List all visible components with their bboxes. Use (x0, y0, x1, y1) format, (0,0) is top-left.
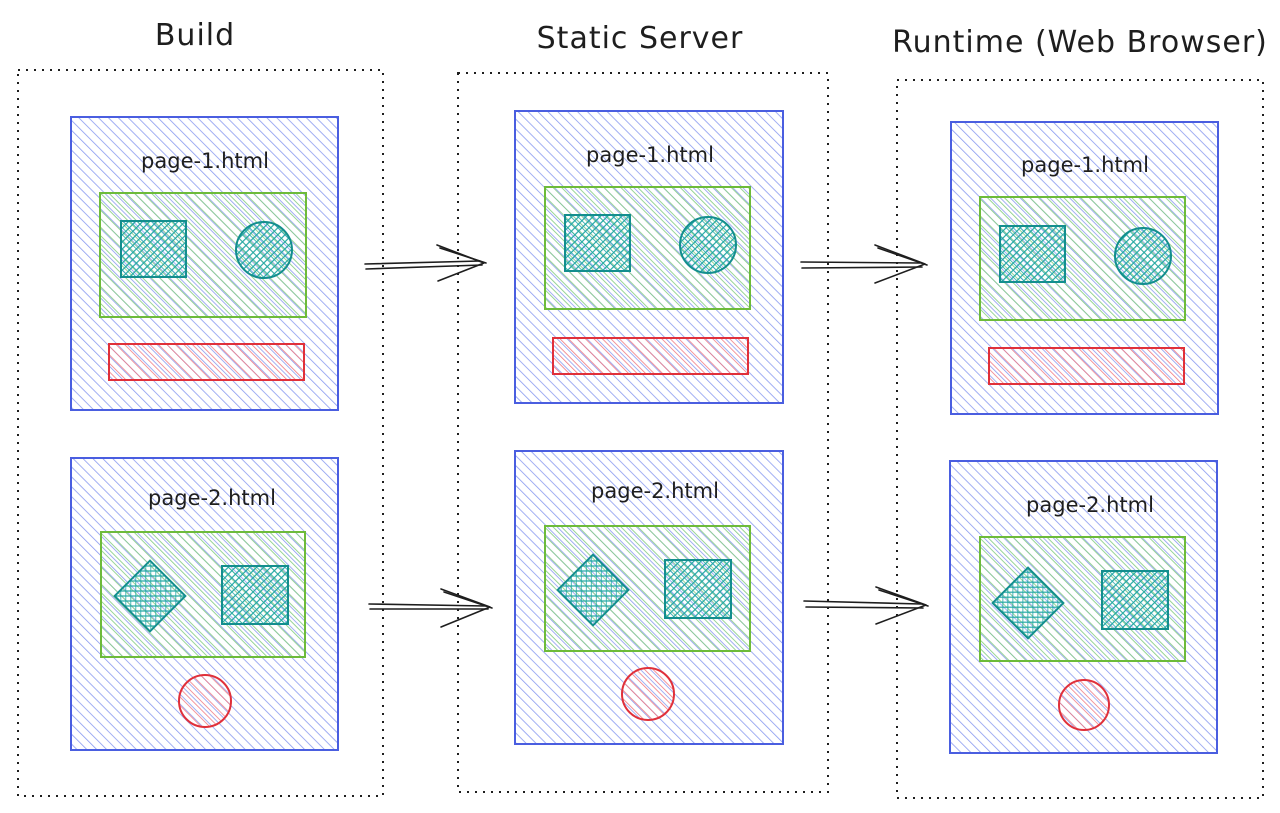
column-static-server: Static Server page-1.html page-2.html (457, 21, 829, 793)
arrow-server-to-runtime-page-1 (800, 244, 928, 284)
square-shape (664, 559, 732, 619)
column-build: Build page-1.html page-2.html (17, 18, 384, 797)
diamond-shape (991, 566, 1065, 640)
page-card-1: page-1.html (70, 116, 339, 411)
diamond-shape (113, 559, 187, 633)
square-shape (120, 220, 187, 278)
page-card-2: page-2.html (70, 457, 339, 751)
page-title: page-2.html (148, 486, 276, 510)
square-shape (221, 565, 289, 625)
square-shape (1101, 570, 1169, 630)
red-bar (108, 343, 305, 381)
column-title: Build (155, 18, 235, 53)
column-runtime: Runtime (Web Browser) page-1.html page-2… (892, 25, 1268, 799)
page-card-1: page-1.html (950, 121, 1219, 415)
red-bar (552, 337, 749, 375)
circle-shape (235, 221, 293, 279)
arrow-server-to-runtime-page-2 (803, 586, 929, 625)
circle-shape (1114, 227, 1172, 285)
dotted-container (457, 72, 829, 793)
dotted-container (17, 69, 384, 797)
red-circle (1058, 679, 1110, 731)
red-bar (988, 347, 1185, 385)
column-title: Runtime (Web Browser) (892, 25, 1268, 60)
column-title: Static Server (537, 21, 744, 56)
page-title: page-1.html (586, 143, 714, 167)
page-title: page-1.html (1021, 153, 1149, 177)
red-circle (621, 667, 675, 721)
red-circle (178, 674, 232, 728)
square-shape (999, 225, 1066, 283)
page-title: page-1.html (141, 149, 269, 173)
arrow-build-to-server-page-1 (364, 244, 487, 282)
dotted-container (896, 79, 1264, 799)
diamond-shape (556, 553, 630, 627)
page-card-2: page-2.html (514, 450, 784, 745)
square-shape (564, 214, 631, 272)
arrow-build-to-server-page-2 (368, 588, 493, 628)
page-card-2: page-2.html (949, 460, 1218, 754)
page-title: page-2.html (1026, 493, 1154, 517)
page-card-1: page-1.html (514, 110, 784, 404)
circle-shape (679, 216, 737, 274)
page-title: page-2.html (591, 479, 719, 503)
